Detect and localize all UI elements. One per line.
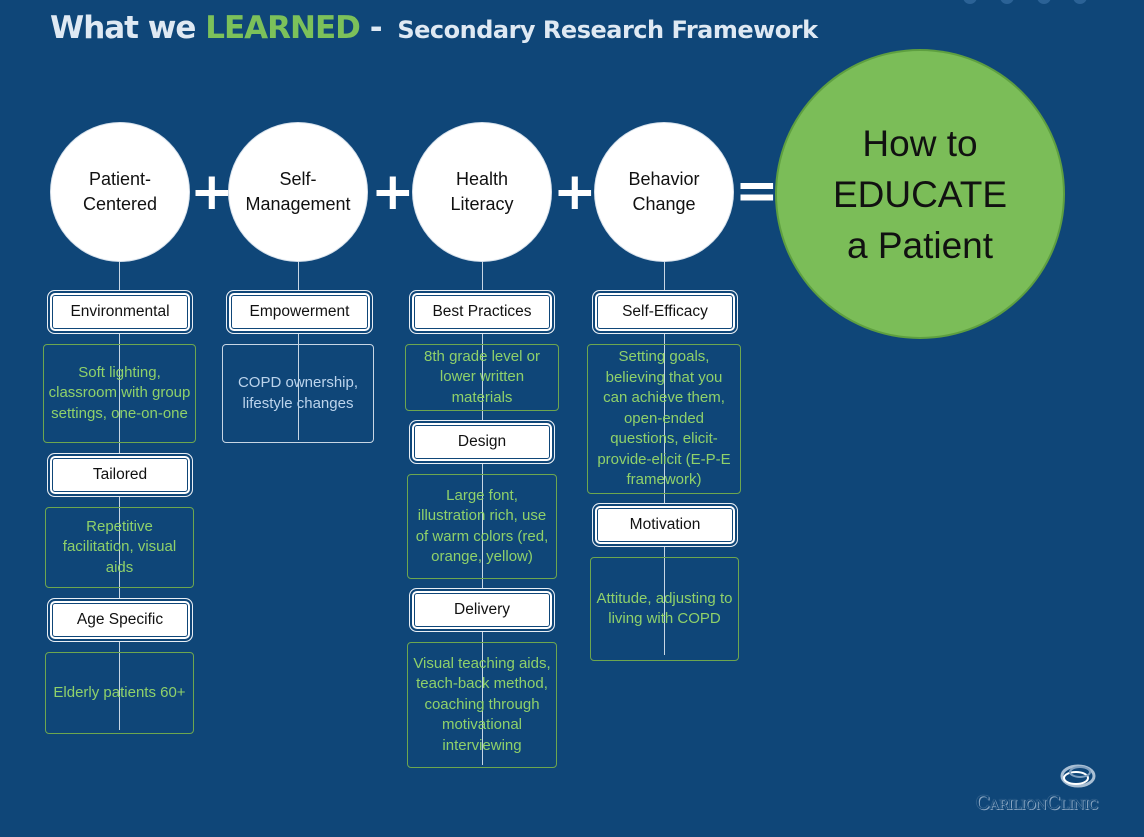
logo-swirl-icon <box>1060 764 1096 788</box>
header-age-specific: Age Specific <box>50 601 190 639</box>
circle-label: Management <box>245 194 351 214</box>
title-what-we: What we <box>50 10 206 46</box>
decor-dot <box>1037 0 1051 4</box>
header-self-efficacy: Self-Efficacy <box>595 293 735 331</box>
circle-label: Centered <box>82 194 158 214</box>
circle-label: Literacy <box>450 194 514 214</box>
decor-dot <box>1073 0 1087 4</box>
result-label: EDUCATE <box>832 173 1008 215</box>
description-age-specific: Elderly patients 60+ <box>45 652 194 734</box>
equals-sign: = <box>735 161 779 221</box>
title-dash: - <box>359 10 392 46</box>
title-learned: LEARNED <box>205 10 361 46</box>
slide-title: What we LEARNED - Secondary Research Fra… <box>50 10 818 46</box>
logo-text: CarilionClinic <box>975 792 1099 814</box>
carilion-clinic-logo: CarilionClinic <box>928 758 1099 818</box>
header-design: Design <box>412 423 552 461</box>
plus-sign: + <box>553 162 597 222</box>
connector-line <box>664 260 665 655</box>
circle-label: Self- <box>279 169 317 189</box>
plus-sign: + <box>371 162 415 222</box>
description-tailored: Repetitive facilitation, visual aids <box>45 507 194 588</box>
header-tailored: Tailored <box>50 456 190 494</box>
header-delivery: Delivery <box>412 591 552 629</box>
header-best-practices: Best Practices <box>412 293 552 331</box>
header-motivation: Motivation <box>595 506 735 544</box>
plus-sign: + <box>190 162 234 222</box>
description-self-efficacy: Setting goals, believing that you can ac… <box>587 344 741 494</box>
header-empowerment: Empowerment <box>229 293 370 331</box>
decor-dot <box>963 0 977 4</box>
circle-label: Patient- <box>88 169 152 189</box>
slide-subtitle: Secondary Research Framework <box>397 16 818 44</box>
result-label: a Patient <box>846 224 994 266</box>
description-design: Large font, illustration rich, use of wa… <box>407 474 557 579</box>
connector-line <box>119 260 120 730</box>
circle-label: Health <box>455 169 509 189</box>
decor-dot <box>1000 0 1014 4</box>
header-environmental: Environmental <box>50 293 190 331</box>
circle-patient-centered: Patient- Centered <box>51 123 189 261</box>
circle-self-management: Self- Management <box>229 123 367 261</box>
connector-line <box>482 260 483 765</box>
result-label: How to <box>862 122 978 164</box>
description-motivation: Attitude, adjusting to living with COPD <box>590 557 739 661</box>
circle-label: Change <box>632 194 696 214</box>
description-best-practices: 8th grade level or lower written materia… <box>405 344 559 411</box>
circle-label: Behavior <box>628 169 700 189</box>
description-environmental: Soft lighting, classroom with group sett… <box>43 344 196 443</box>
result-circle: How to EDUCATE a Patient <box>777 51 1063 337</box>
description-empowerment: COPD ownership, lifestyle changes <box>222 344 374 443</box>
description-delivery: Visual teaching aids, teach-back method,… <box>407 642 557 768</box>
connector-line <box>298 260 299 440</box>
